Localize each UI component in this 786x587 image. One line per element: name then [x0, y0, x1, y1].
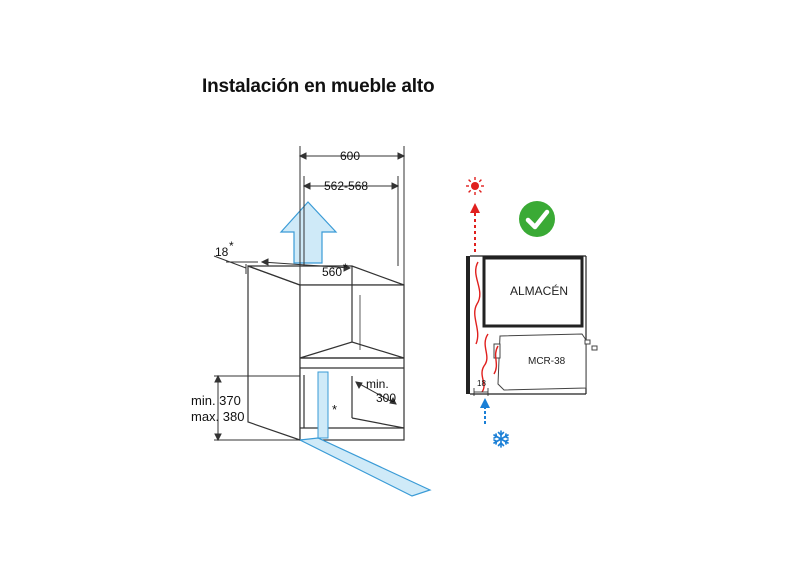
hot-air-waves — [474, 261, 499, 393]
airflow-up-arrow — [279, 201, 338, 264]
dimension-max-380-label: max. 380 — [191, 409, 244, 424]
checkmark-icon — [519, 201, 555, 237]
gap-dimension — [473, 388, 489, 396]
gap-label: 18 — [477, 379, 486, 388]
dimension-600-label: 600 — [340, 149, 360, 163]
cabinet — [247, 265, 405, 441]
dimension-height — [214, 374, 300, 442]
dimension-562-568-label: 562-568 — [324, 179, 368, 193]
dimension-min-370-label: min. 370 — [191, 393, 241, 408]
dimension-18-label: 18 — [215, 245, 229, 259]
storage-cabinet — [482, 256, 584, 328]
dimension-562-568 — [302, 176, 400, 266]
appliance-label: MCR-38 — [528, 356, 566, 367]
diagram-title: Instalación en mueble alto — [202, 76, 435, 97]
wall — [466, 256, 470, 394]
sun-icon — [466, 177, 484, 195]
dimension-depth-300 — [355, 381, 397, 405]
dimension-18 — [213, 255, 258, 274]
dimension-560 — [260, 258, 352, 272]
snowflake-icon — [493, 430, 509, 448]
cabinet-side-panel — [247, 265, 301, 441]
appliance-box — [493, 333, 598, 391]
storage-label: ALMACÉN — [510, 283, 568, 298]
dimension-560-label: 560 — [322, 265, 342, 279]
cold-air-arrow — [480, 398, 490, 424]
dimension-18-asterisk: * — [229, 239, 234, 253]
dimension-300-label: 300 — [376, 391, 396, 405]
dimension-560-asterisk: * — [343, 261, 348, 275]
dimension-min-label: min. — [366, 377, 389, 391]
airflow-channel — [297, 371, 432, 497]
hot-air-arrow — [470, 203, 480, 252]
asterisk-mark: * — [332, 402, 337, 417]
dimension-600 — [298, 146, 406, 285]
